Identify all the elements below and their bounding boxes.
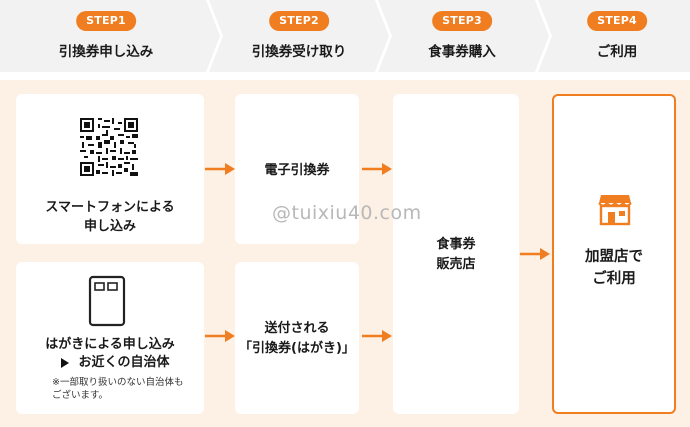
seller-line-1: 食事券 bbox=[436, 237, 476, 252]
qr-code-icon bbox=[80, 118, 138, 176]
arrow-right-icon bbox=[362, 330, 392, 342]
step-4-badge: STEP4 bbox=[587, 11, 647, 31]
smartphone-line-2: 申し込み bbox=[83, 219, 136, 234]
arrow-right-icon bbox=[520, 248, 550, 260]
step-3-label: 食事券購入 bbox=[428, 44, 496, 60]
step-header: STEP1 引換券申し込み STEP2 引換券受け取り STEP3 食事券購入 … bbox=[0, 0, 690, 72]
watermark: @tuixiu40.com bbox=[272, 202, 422, 224]
member-store-line-1: 加盟店で bbox=[585, 249, 643, 265]
step-3: STEP3 食事券購入 bbox=[384, 0, 540, 72]
meal-ticket-seller-card: 食事券 販売店 bbox=[393, 94, 519, 414]
step-1-label: 引換券申し込み bbox=[58, 44, 154, 60]
play-triangle-icon bbox=[61, 358, 69, 368]
arrow-right-icon bbox=[362, 163, 392, 175]
smartphone-line-1: スマートフォンによる bbox=[45, 200, 175, 215]
step4-segment bbox=[538, 0, 690, 72]
arrow-right-icon bbox=[205, 163, 235, 175]
step-2-badge: STEP2 bbox=[269, 11, 329, 31]
postcard-line-1: はがきによる申し込み bbox=[45, 337, 175, 352]
postcard-icon bbox=[88, 275, 126, 327]
flow-diagram: スマートフォンによる 申し込み はがきによる申し込み お近くの自治体 ※一部取り… bbox=[0, 80, 690, 427]
member-store-card: 加盟店で ご利用 bbox=[552, 94, 676, 414]
step3-segment bbox=[378, 0, 549, 72]
mailed-voucher-line-1: 送付される bbox=[264, 321, 330, 336]
store-icon bbox=[598, 195, 632, 226]
step1-segment bbox=[0, 0, 220, 72]
step-2: STEP2 引換券受け取り bbox=[216, 0, 382, 72]
step-4: STEP4 ご利用 bbox=[544, 0, 690, 72]
electronic-voucher-card: 電子引換券 bbox=[235, 94, 359, 244]
step2-segment bbox=[209, 0, 389, 72]
mailed-voucher-card: 送付される 「引換券(はがき)」 bbox=[235, 262, 359, 414]
member-store-line-2: ご利用 bbox=[592, 271, 636, 287]
electronic-voucher-label: 電子引換券 bbox=[264, 163, 330, 178]
mailed-voucher-line-2: 「引換券(はがき)」 bbox=[239, 341, 355, 356]
postcard-line-2: お近くの自治体 bbox=[78, 355, 170, 370]
step-4-label: ご利用 bbox=[596, 44, 638, 60]
step-3-badge: STEP3 bbox=[432, 11, 492, 31]
smartphone-application-card: スマートフォンによる 申し込み bbox=[16, 94, 204, 244]
step-chevron-bar bbox=[0, 0, 690, 72]
step-1: STEP1 引換券申し込み bbox=[0, 0, 212, 72]
postcard-note-1: ※一部取り扱いのない自治体も bbox=[52, 377, 184, 388]
step-2-label: 引換券受け取り bbox=[251, 44, 347, 60]
postcard-application-card: はがきによる申し込み お近くの自治体 ※一部取り扱いのない自治体も ございます。 bbox=[16, 262, 204, 414]
postcard-note-2: ございます。 bbox=[52, 390, 109, 401]
seller-line-2: 販売店 bbox=[436, 257, 476, 272]
arrow-right-icon bbox=[205, 330, 235, 342]
step-1-badge: STEP1 bbox=[76, 11, 136, 31]
